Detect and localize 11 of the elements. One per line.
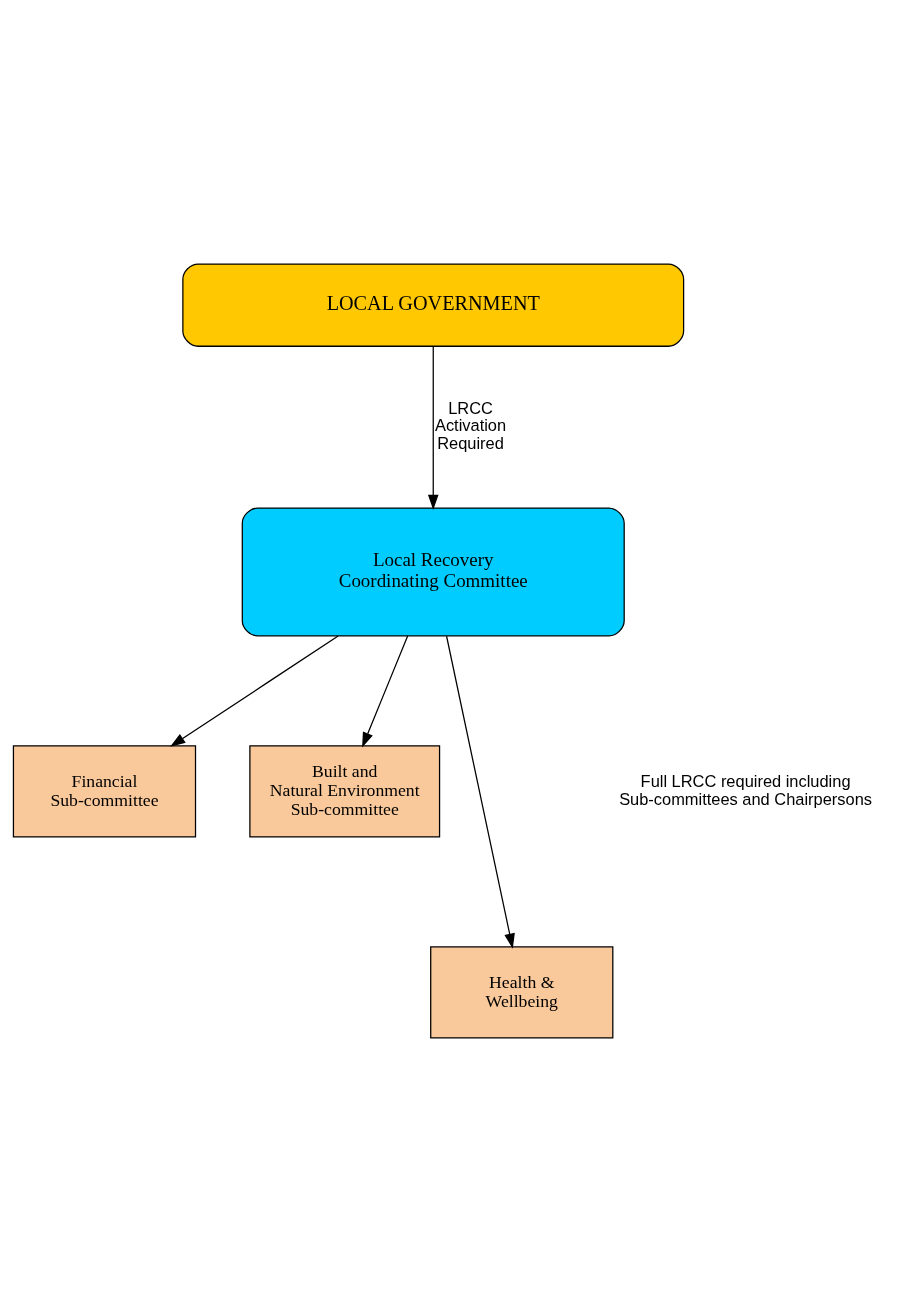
node-box: Built and Natural Environment Sub-committee	[249, 745, 441, 838]
node-box: Health & Wellbeing	[430, 946, 614, 1039]
node-box: Financial Sub-committee	[12, 745, 197, 838]
node-box: Local Recovery Coordinating Committee	[241, 507, 625, 637]
arrow	[445, 635, 515, 949]
edge-label: LRCC Activation Required	[434, 398, 507, 453]
label: Full LRCC required including Sub-committees and Chairpersons	[619, 771, 872, 808]
arrow	[362, 635, 409, 748]
node-box: LOCAL GOVERNMENT	[182, 263, 685, 347]
arrow	[427, 345, 439, 510]
arrow	[170, 635, 339, 747]
